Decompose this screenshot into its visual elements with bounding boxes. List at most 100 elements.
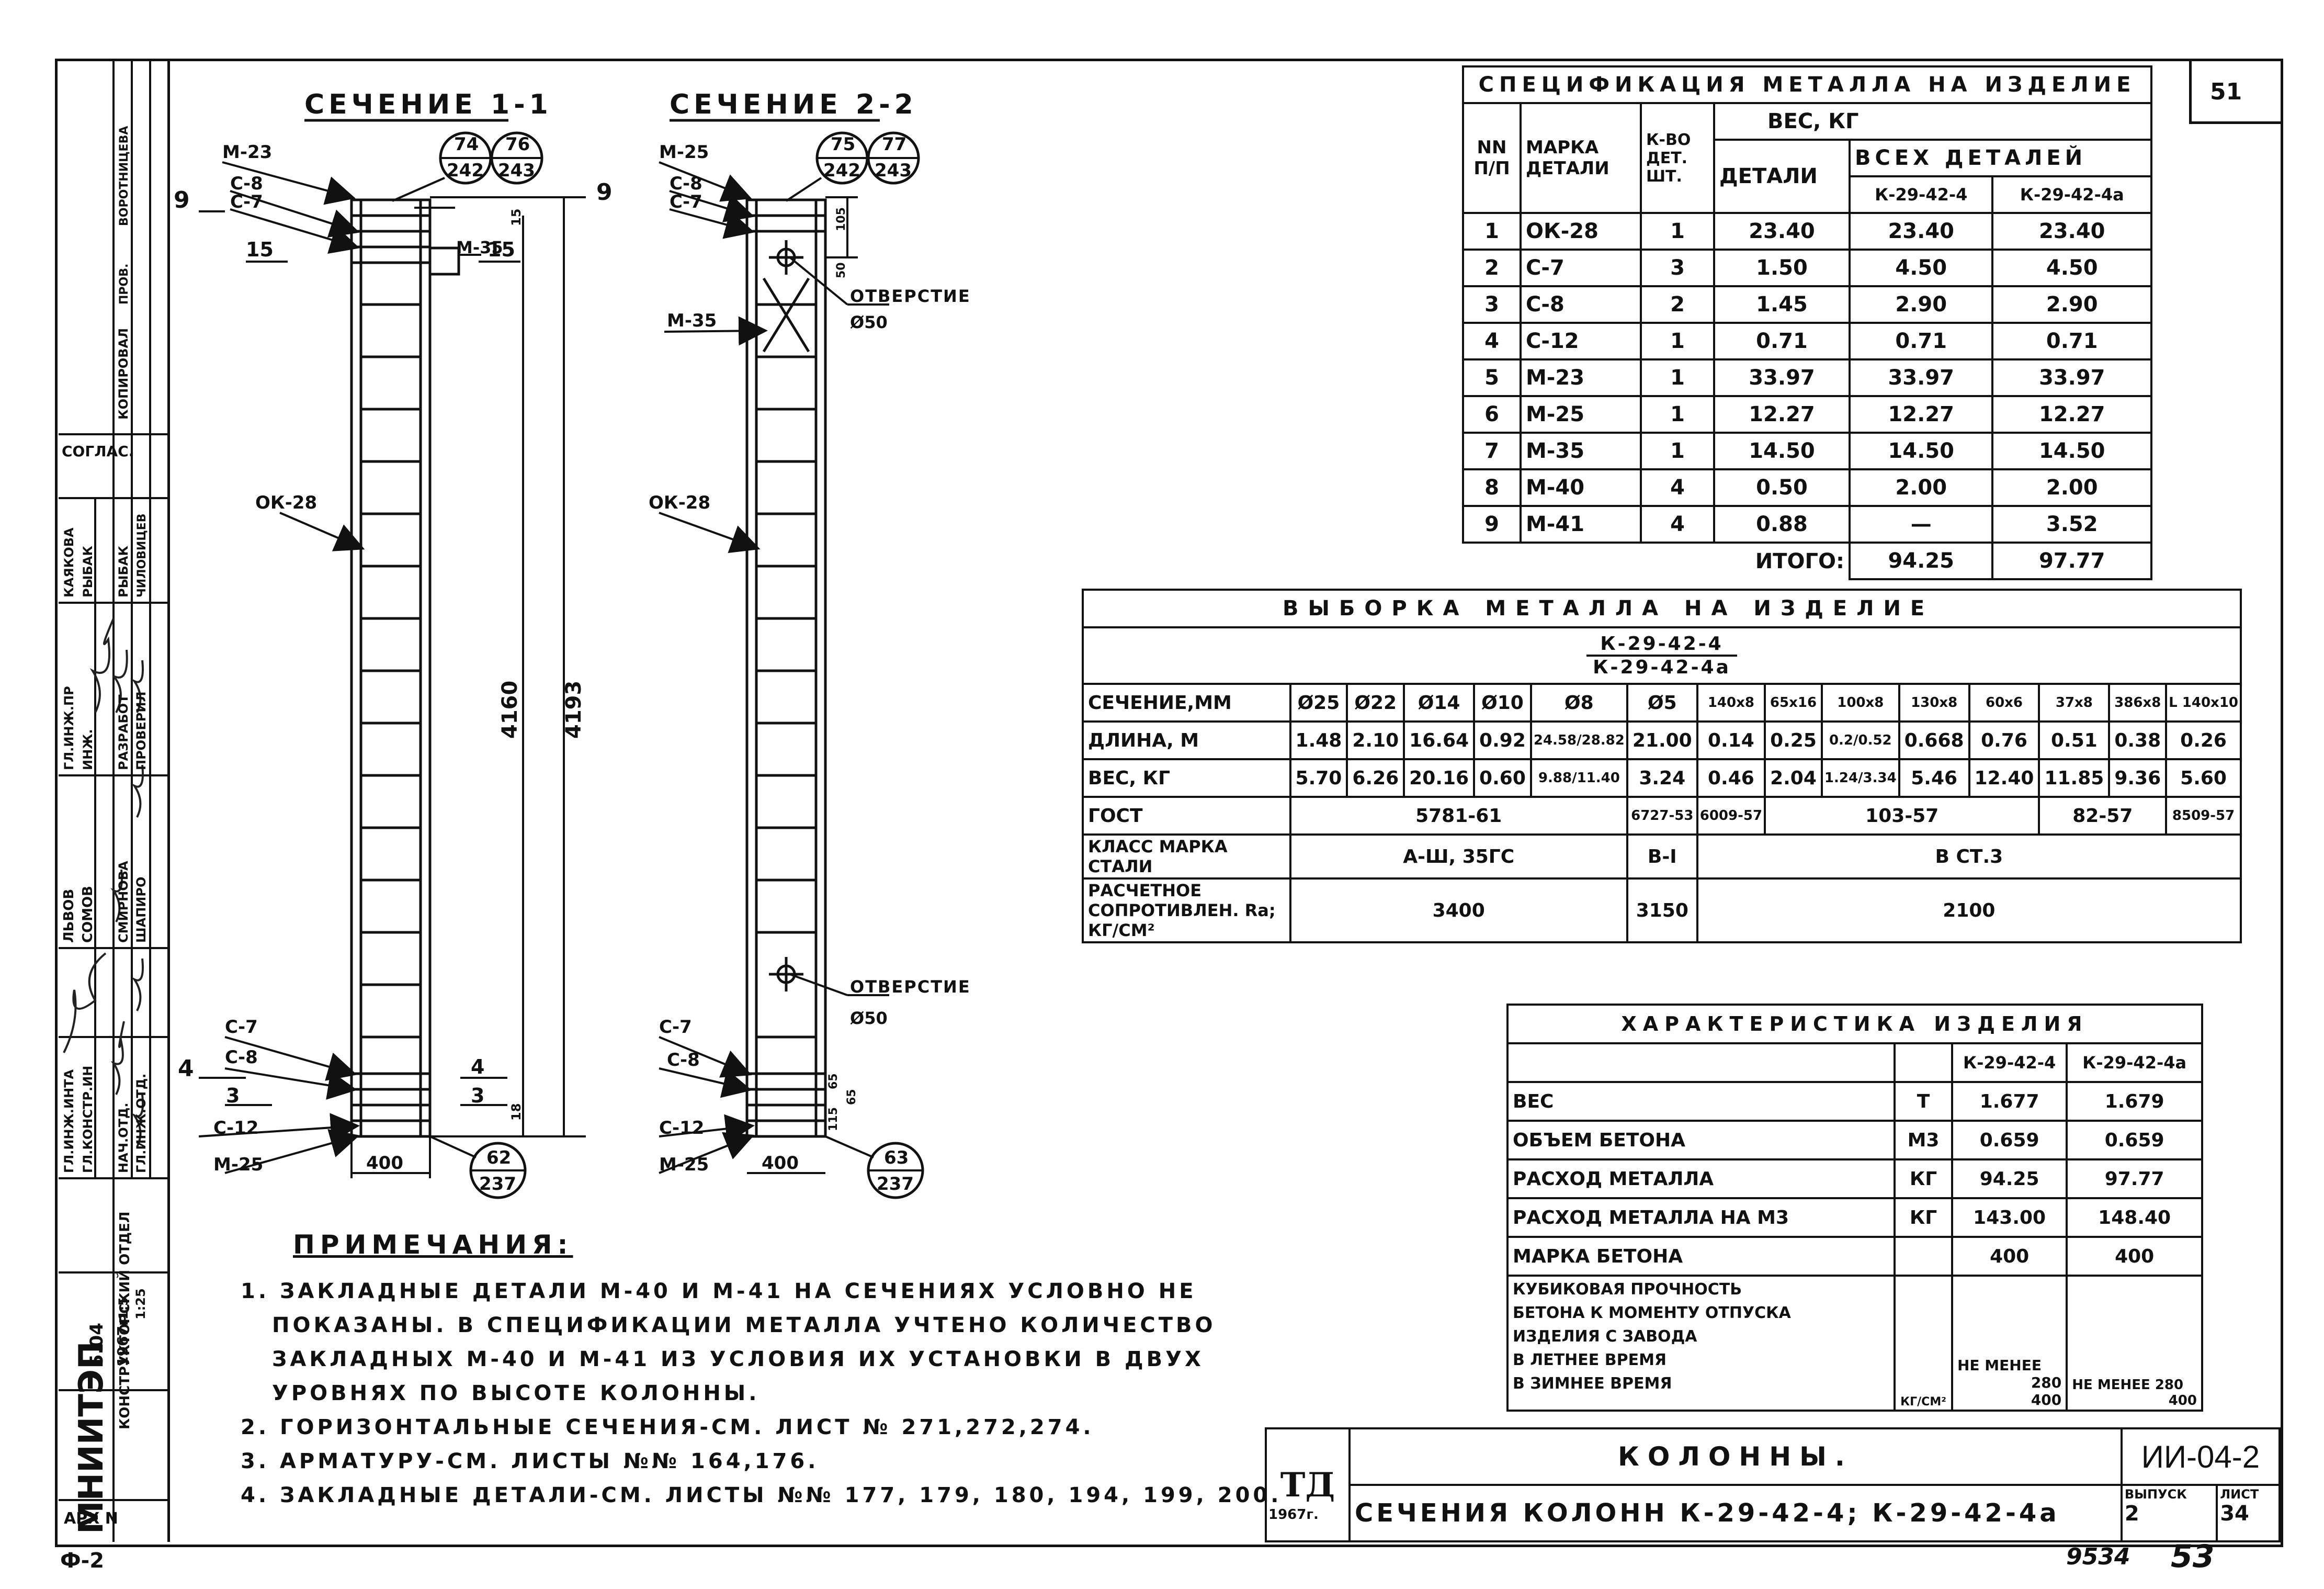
stamp-right-name-2: РЫБАК	[81, 546, 95, 598]
stamp-role-1: ГЛ.ИНЖ.ПР	[62, 686, 76, 770]
s1-label-3-right: 3	[471, 1084, 484, 1107]
s1-dim-4160: 4160	[498, 681, 522, 739]
sheet-number: 51	[2210, 78, 2242, 105]
s2-label-m35: М-35	[667, 310, 717, 331]
s2-callout-1-bottom: 242	[823, 160, 860, 181]
s2-callout-2-bottom: 243	[875, 160, 912, 181]
stamp-name-2: СОМОВ	[80, 886, 96, 943]
spec-h-all: ВСЕХ ДЕТАЛЕЙ	[1848, 139, 2153, 177]
section-1-1: СЕЧЕНИЕ 1-1 74 242 76 243	[174, 89, 613, 1199]
s1-dim-18: 18	[509, 1103, 524, 1121]
spec-title: СПЕЦИФИКАЦИЯ МЕТАЛЛА НА ИЗДЕЛИЕ	[1462, 65, 2152, 104]
s2-dim-50: 50	[835, 262, 848, 278]
s2-callout-1-top: 75	[831, 134, 855, 155]
left-stamp: МНИИТЭП КОНСТРУКТОРСКИЙ ОТДЕЛ 5.04 1967г…	[59, 59, 170, 1542]
s1-label-15-left: 15	[246, 238, 274, 261]
s1-label-9-right: 9	[596, 179, 613, 206]
page-number: 53	[2171, 1538, 2215, 1575]
section-1-stirrups	[352, 214, 430, 1122]
s2-hole-1-diam: Ø50	[850, 312, 888, 332]
s1-label-c8-bottom: С-8	[225, 1047, 258, 1068]
note-line-4: УРОВНЯХ ПО ВЫСОТЕ КОЛОННЫ.	[272, 1381, 760, 1405]
title-block: ТД КОЛОННЫ. ИИ-04-2 СЕЧЕНИЯ КОЛОНН К-29-…	[1265, 1427, 2281, 1542]
s2-hole-2-diam: Ø50	[850, 1008, 888, 1028]
note-line-2: ПОКАЗАНЫ. В СПЕЦИФИКАЦИИ МЕТАЛЛА УЧТЕНО …	[272, 1313, 1216, 1337]
s1-callout-3-top: 62	[486, 1147, 511, 1168]
s2-hole-1-label: ОТВЕРСТИЕ	[850, 286, 971, 306]
bottom-left-mark: Ф-2	[60, 1549, 105, 1573]
tb-org: ТД	[1265, 1427, 1351, 1542]
tb-name: КОЛОННЫ.	[1348, 1427, 2123, 1486]
s1-label-m25: М-25	[213, 1154, 263, 1175]
stamp-scale2: 1:25	[133, 1288, 148, 1320]
s1-label-ok28: ОК-28	[255, 492, 317, 513]
selection-table: ВЫБОРКА МЕТАЛЛА НА ИЗДЕЛИЕ К-29-42-4 К-2…	[1082, 589, 2242, 943]
s2-label-c12: С-12	[659, 1118, 704, 1139]
section-2-stirrups	[747, 214, 825, 1122]
tb-year: 1967г.	[1268, 1507, 1319, 1523]
tb-sheet-label: ЛИСТ	[2220, 1487, 2259, 1502]
tb-issue: 2	[2124, 1502, 2139, 1526]
stamp-copied-extra: ПРОВ.	[118, 264, 131, 305]
section-1-title: СЕЧЕНИЕ 1-1	[304, 89, 552, 120]
spec-h-nn: NN П/П	[1462, 102, 1522, 214]
stamp-name-4: ШАПИРО	[134, 877, 149, 943]
s2-label-c8-bottom: С-8	[667, 1050, 700, 1070]
stamp-copied: КОПИРОВАЛ	[116, 328, 131, 420]
s2-label-400: 400	[762, 1153, 799, 1174]
s2-dim-65a: 65	[827, 1073, 840, 1089]
s1-label-9-left: 9	[174, 187, 190, 213]
section-2-title: СЕЧЕНИЕ 2-2	[670, 89, 917, 120]
s2-dim-105: 105	[835, 207, 848, 231]
department: КОНСТРУКТОРСКИЙ ОТДЕЛ	[116, 1212, 133, 1429]
stamp-agreed: СОГЛАС.	[62, 443, 134, 460]
s2-hole-2-label: ОТВЕРСТИЕ	[850, 977, 971, 997]
char-title: ХАРАКТЕРИСТИКА ИЗДЕЛИЯ	[1506, 1004, 2203, 1044]
s2-dim-115: 115	[827, 1107, 840, 1131]
stamp-name-3: СМИРНОВА	[116, 861, 131, 943]
s1-label-c12: С-12	[213, 1118, 258, 1139]
stamp-grid: МНИИТЭП КОНСТРУКТОРСКИЙ ОТДЕЛ 5.04 1967г…	[59, 59, 167, 1542]
stamp-copied-by: ВОРОТНИЦЕВА	[118, 126, 131, 226]
tb-sheet: 34	[2220, 1502, 2249, 1526]
note-line-6: 3. АРМАТУРУ-СМ. ЛИСТЫ №№ 164,176.	[241, 1449, 819, 1473]
s1-label-c7-bottom: С-7	[225, 1017, 258, 1038]
tb-issue-label: ВЫПУСК	[2124, 1487, 2187, 1502]
s1-callout-1-top: 74	[454, 134, 479, 155]
spec-h-weight: ВЕС, КГ	[1713, 102, 2152, 141]
stamp-role-7: НАЧ.ОТД.	[116, 1103, 131, 1173]
s1-label-3-left: 3	[226, 1084, 240, 1107]
spec-h-mark: МАРКА ДЕТАЛИ	[1520, 102, 1642, 214]
stamp-right-name-1: КАЯКОВА	[62, 527, 76, 598]
table-row: КЛАСС МАРКА СТАЛИ А-Ш, 35ГС В-I В СТ.3	[1082, 833, 2242, 880]
note-line-3: ЗАКЛАДНЫХ М-40 И М-41 ИЗ УСЛОВИЯ ИХ УСТА…	[272, 1347, 1204, 1371]
s1-dim-15: 15	[509, 209, 524, 226]
table-row: РАСЧЕТНОЕ СОПРОТИВЛЕН. Rа; КГ/СМ² 3400 3…	[1082, 877, 2242, 943]
s1-callout-2-bottom: 243	[498, 160, 535, 181]
tb-code: ИИ-04-2	[2120, 1427, 2281, 1486]
s1-callout-3-bottom: 237	[479, 1174, 516, 1194]
note-line-7: 4. ЗАКЛАДНЫЕ ДЕТАЛИ-СМ. ЛИСТЫ №№ 177, 17…	[241, 1483, 1282, 1507]
s2-label-c7: С-7	[670, 191, 702, 212]
s2-label-m25-top: М-25	[659, 142, 709, 163]
spec-h-b: К-29-42-4а	[1991, 175, 2152, 214]
note-line-1: 1. ЗАКЛАДНЫЕ ДЕТАЛИ М-40 И М-41 НА СЕЧЕН…	[241, 1279, 1197, 1303]
char-h-b: К-29-42-4а	[2066, 1042, 2203, 1083]
selection-product-2: К-29-42-4а	[1593, 657, 1731, 678]
s1-label-15-right: 15	[488, 238, 515, 261]
spec-h-a: К-29-42-4	[1848, 175, 1994, 214]
